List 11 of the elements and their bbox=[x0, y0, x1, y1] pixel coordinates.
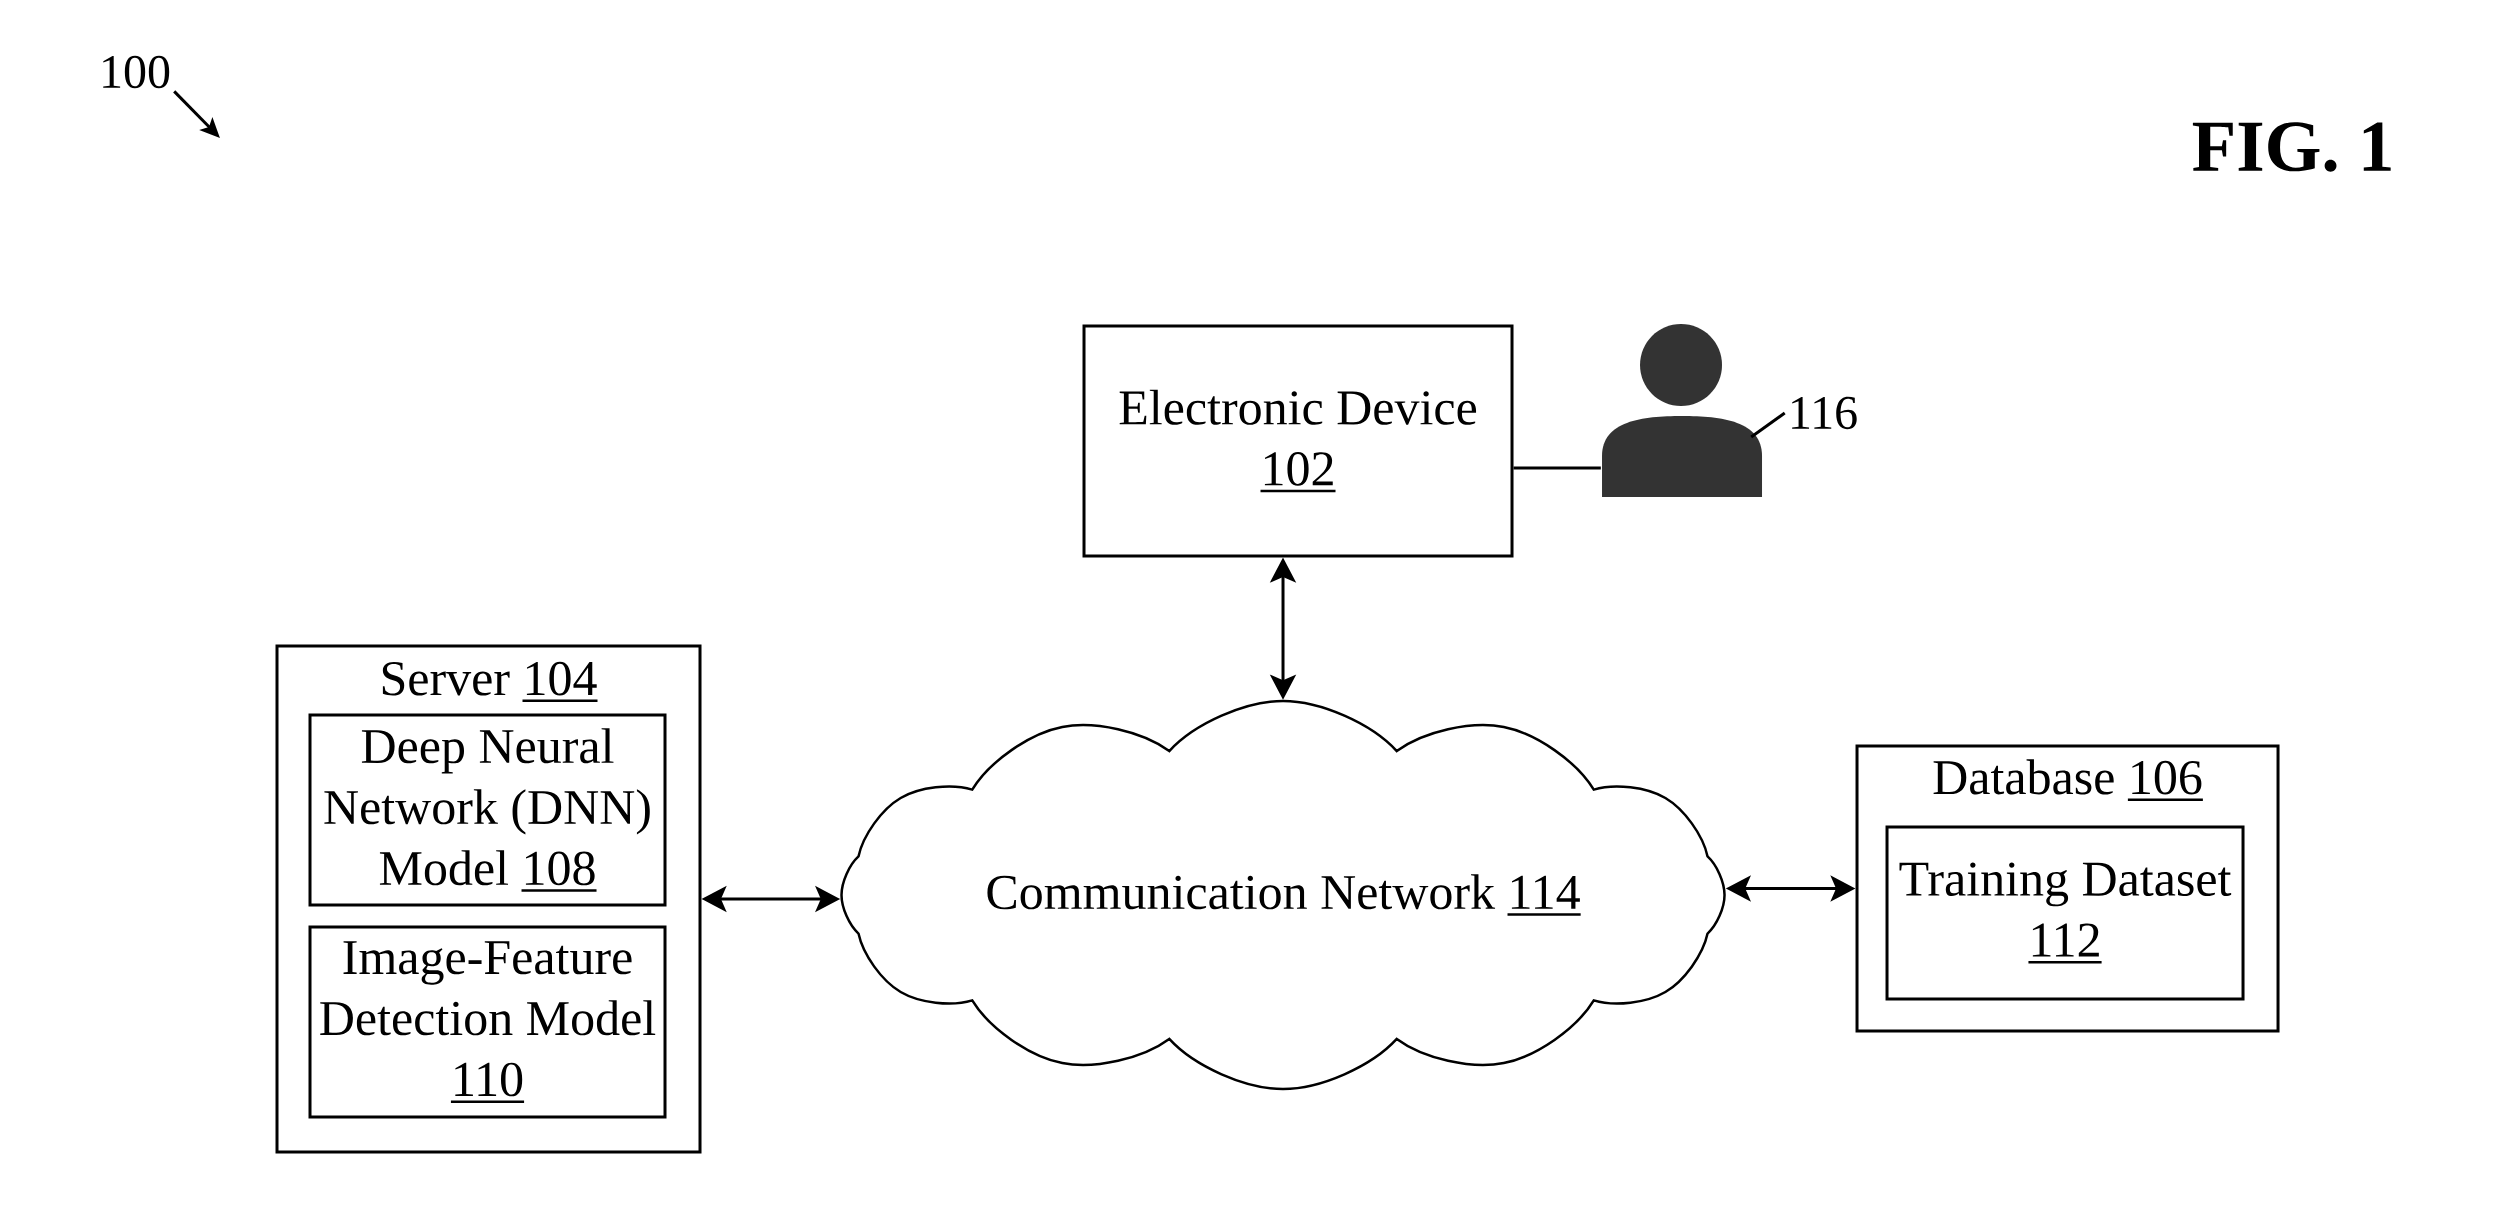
figure-label: FIG. 1 bbox=[2192, 122, 2391, 172]
component-box: Deep Neural Network (DNN) Model 108 bbox=[308, 713, 667, 907]
connector-line bbox=[1513, 466, 1601, 470]
component-box: Electronic Device 102 bbox=[1082, 324, 1514, 558]
reference-numeral: 116 bbox=[1792, 396, 1857, 430]
component-box: Image-Feature Detection Model 110 bbox=[308, 925, 667, 1119]
reference-numeral: 100 bbox=[103, 55, 170, 89]
leader-line bbox=[1750, 411, 1786, 439]
component-box: Training Dataset 112 bbox=[1885, 825, 2245, 1001]
network-cloud: Communication Network 114 bbox=[840, 699, 1726, 1091]
person-icon bbox=[1602, 324, 1762, 497]
